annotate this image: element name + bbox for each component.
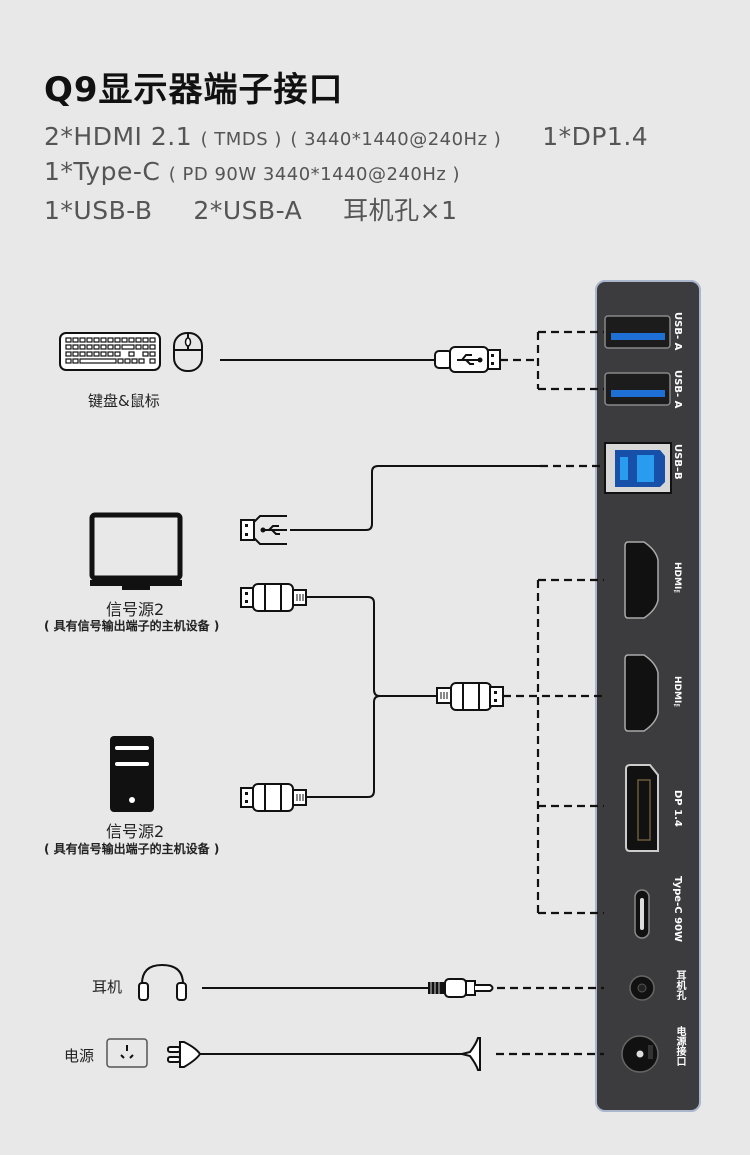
- spec-hdmi-tmds: ( TMDS ): [200, 129, 282, 150]
- spec-dp: 1*DP1.4: [542, 122, 649, 151]
- power-plug-icon: [167, 1041, 202, 1068]
- hdmi-plug-icon-source1: [240, 583, 307, 612]
- port-label-dp: DP 1.4: [672, 790, 683, 827]
- port-label-usb-b: USB–B: [672, 444, 683, 480]
- spec-usbb: 1*USB-B: [44, 196, 153, 225]
- power-connector-icon: [461, 1037, 481, 1071]
- video-dashed-links: [503, 578, 604, 915]
- port-usb-b[interactable]: [604, 442, 672, 494]
- monitor-icon: [89, 512, 183, 590]
- pc-tower-icon: [110, 736, 154, 812]
- hdmi-plug-icon-source2: [240, 783, 307, 812]
- port-dp[interactable]: [625, 764, 659, 852]
- port-audio-jack[interactable]: [629, 975, 655, 1001]
- usb-a-dashed-link: [500, 330, 604, 391]
- port-label-usb-a-2: USB- A: [672, 370, 683, 409]
- spec-line-typec: 1*Type-C ( PD 90W 3440*1440@240Hz ): [44, 157, 460, 186]
- port-label-audio: 耳机孔: [674, 970, 685, 1000]
- headphones-icon: [138, 963, 187, 1001]
- port-label-usb-a-1: USB- A: [672, 312, 683, 351]
- usb-b-cable: [290, 465, 540, 531]
- keyboard-icon: [59, 332, 161, 371]
- power-outlet-icon: [106, 1038, 148, 1068]
- audio-jack-plug-icon: [428, 978, 494, 998]
- port-hdmi-2[interactable]: [624, 654, 659, 732]
- port-label-hdmi-1: HDMI™: [672, 562, 682, 600]
- port-label-type-c: Type-C 90W: [672, 876, 683, 943]
- spec-line-usb-audio: 1*USB-B 2*USB-A 耳机孔×1: [44, 191, 458, 227]
- port-label-hdmi-2: HDMI™: [672, 676, 682, 714]
- video-merge-cable: [306, 596, 437, 798]
- port-usb-a-1[interactable]: [604, 315, 671, 349]
- source1-desc: ( 具有信号输出端子的主机设备 ): [44, 619, 220, 633]
- spec-usba: 2*USB-A: [193, 196, 303, 225]
- port-usb-a-2[interactable]: [604, 372, 671, 406]
- spec-line-hdmi-dp: 2*HDMI 2.1 ( TMDS ) ( 3440*1440@240Hz ) …: [44, 122, 648, 151]
- page-title: Q9显示器端子接口: [44, 70, 344, 110]
- port-label-power: 电源接口: [674, 1026, 685, 1066]
- spec-typec: 1*Type-C: [44, 157, 161, 186]
- spec-hdmi-res: ( 3440*1440@240Hz ): [290, 129, 502, 150]
- source2-name: 信号源2: [106, 822, 165, 841]
- usb-a-plug-icon: [434, 346, 501, 373]
- mouse-icon: [173, 332, 203, 372]
- spec-hdmi: 2*HDMI 2.1: [44, 122, 193, 151]
- source1-name: 信号源2: [106, 600, 165, 619]
- spec-audio: 耳机孔×1: [343, 196, 458, 225]
- power-label: 电源: [64, 1047, 95, 1065]
- port-type-c[interactable]: [634, 889, 650, 939]
- port-hdmi-1[interactable]: [624, 541, 659, 619]
- usb-b-plug-icon: [240, 515, 287, 545]
- keyboard-mouse-label: 键盘&鼠标: [88, 392, 160, 410]
- port-dc-power[interactable]: [621, 1035, 659, 1073]
- hdmi-plug-icon-merged: [436, 682, 504, 711]
- headphones-label: 耳机: [92, 978, 123, 996]
- spec-typec-note: ( PD 90W 3440*1440@240Hz ): [168, 164, 461, 185]
- source2-desc: ( 具有信号输出端子的主机设备 ): [44, 842, 220, 856]
